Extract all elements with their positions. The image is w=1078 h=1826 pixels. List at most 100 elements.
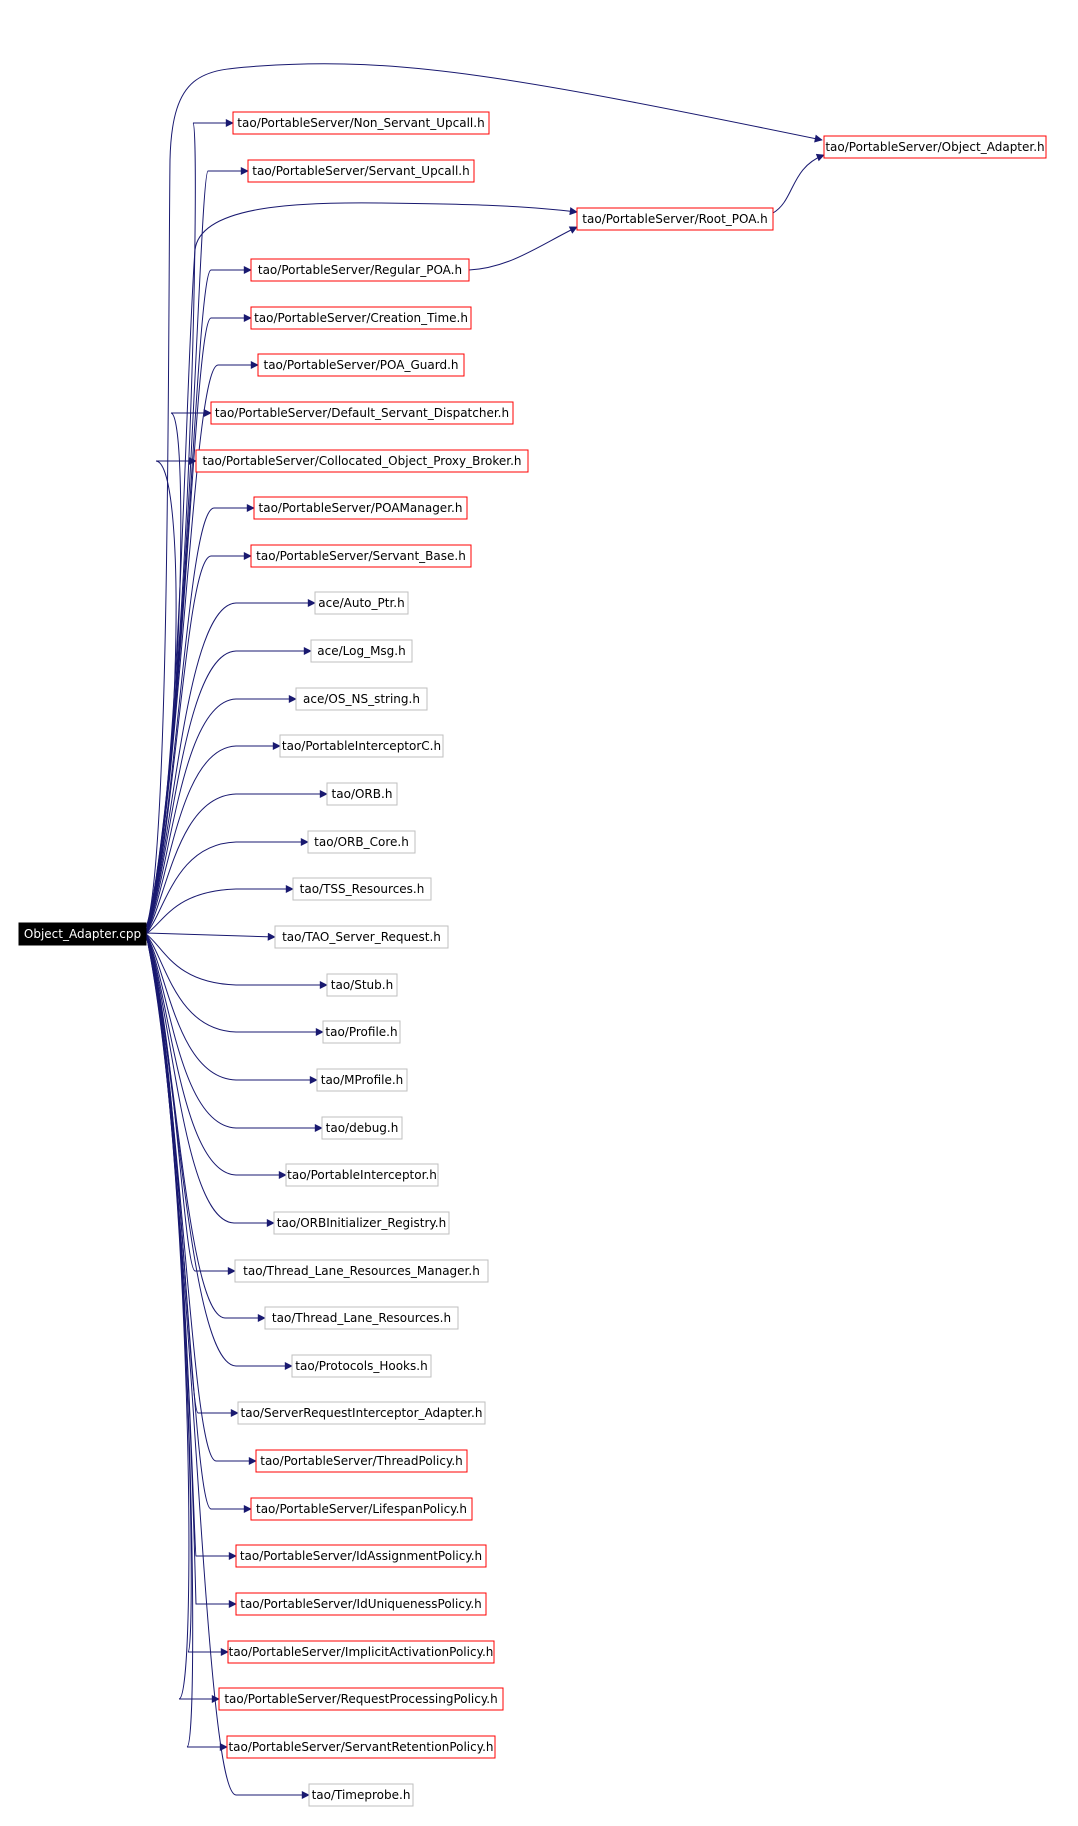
node-non-servant-upcall[interactable]: tao/PortableServer/Non_Servant_Upcall.h	[232, 111, 490, 135]
node-label: tao/PortableServer/Regular_POA.h	[258, 263, 462, 277]
node-box	[234, 1259, 489, 1283]
node-creation-time[interactable]: tao/PortableServer/Creation_Time.h	[250, 306, 472, 330]
node-servant-retention-policy[interactable]: tao/PortableServer/ServantRetentionPolic…	[226, 1735, 496, 1759]
edge-root-to-n_debug	[145, 933, 323, 1132]
node-orbinitializer-registry[interactable]: tao/ORBInitializer_Registry.h	[273, 1211, 450, 1235]
node-box	[576, 207, 774, 231]
edge-root-to-n_servant_base	[145, 552, 252, 935]
node-label: tao/PortableServer/POAManager.h	[259, 501, 463, 515]
edge-root-to-n_orb_core	[145, 838, 309, 935]
node-auto-ptr[interactable]: ace/Auto_Ptr.h	[314, 591, 409, 615]
node-label: tao/ORB.h	[332, 787, 393, 801]
node-box	[195, 449, 529, 473]
node-id-uniqueness-policy[interactable]: tao/PortableServer/IdUniquenessPolicy.h	[235, 1592, 487, 1616]
node-box	[237, 1401, 486, 1425]
node-box	[255, 1449, 468, 1473]
node-box	[310, 639, 413, 663]
node-servant-base[interactable]: tao/PortableServer/Servant_Base.h	[250, 544, 472, 568]
node-box	[326, 973, 398, 997]
node-orb-core[interactable]: tao/ORB_Core.h	[307, 830, 416, 854]
node-implicit-activation-policy[interactable]: tao/PortableServer/ImplicitActivationPol…	[227, 1640, 495, 1664]
node-label: tao/PortableServer/RequestProcessingPoli…	[224, 1692, 497, 1706]
node-portable-interceptor[interactable]: tao/PortableInterceptor.h	[285, 1163, 439, 1187]
node-os-ns-string[interactable]: ace/OS_NS_string.h	[295, 687, 428, 711]
node-label: Object_Adapter.cpp	[24, 927, 141, 941]
node-box	[273, 1211, 450, 1235]
node-id-assignment-policy[interactable]: tao/PortableServer/IdAssignmentPolicy.h	[235, 1544, 487, 1568]
node-label: tao/PortableServer/Servant_Base.h	[256, 549, 466, 563]
node-label: tao/Timeprobe.h	[312, 1788, 411, 1802]
node-label: tao/PortableServer/Creation_Time.h	[254, 311, 468, 325]
node-label: tao/PortableInterceptor.h	[287, 1168, 437, 1182]
node-thread-lane-resources-manager[interactable]: tao/Thread_Lane_Resources_Manager.h	[234, 1259, 489, 1283]
node-box	[226, 1735, 496, 1759]
edge-root-to-n_profile	[145, 933, 324, 1036]
node-label: tao/TAO_Server_Request.h	[282, 930, 441, 944]
node-protocols-hooks[interactable]: tao/Protocols_Hooks.h	[291, 1354, 432, 1378]
node-box	[314, 591, 409, 615]
node-portable-interceptor-c[interactable]: tao/PortableInterceptorC.h	[279, 734, 444, 758]
node-profile[interactable]: tao/Profile.h	[322, 1020, 401, 1044]
node-server-request-interceptor-adapter[interactable]: tao/ServerRequestInterceptor_Adapter.h	[237, 1401, 486, 1425]
edge-root-to-n_stub	[145, 933, 328, 989]
node-box	[295, 687, 428, 711]
edge-root-to-n_object_adapter	[145, 63, 823, 929]
node-collocated-broker[interactable]: tao/PortableServer/Collocated_Object_Pro…	[195, 449, 529, 473]
node-label: tao/PortableServer/Default_Servant_Dispa…	[215, 406, 509, 420]
node-label: tao/ServerRequestInterceptor_Adapter.h	[241, 1406, 483, 1420]
node-box	[322, 1020, 401, 1044]
node-box	[253, 496, 468, 520]
edge-root-to-n_log_msg	[145, 647, 312, 935]
node-object-adapter[interactable]: tao/PortableServer/Object_Adapter.h	[823, 135, 1047, 159]
node-label: tao/PortableServer/ThreadPolicy.h	[260, 1454, 463, 1468]
root-node[interactable]: Object_Adapter.cpp	[18, 922, 147, 946]
node-label: tao/PortableServer/IdUniquenessPolicy.h	[240, 1597, 482, 1611]
edge-root-to-n_portable_interceptor	[145, 933, 287, 1179]
node-lifespan-policy[interactable]: tao/PortableServer/LifespanPolicy.h	[250, 1497, 473, 1521]
node-thread-lane-resources[interactable]: tao/Thread_Lane_Resources.h	[264, 1306, 459, 1330]
node-servant-upcall[interactable]: tao/PortableServer/Servant_Upcall.h	[247, 159, 475, 183]
node-label: tao/ORBInitializer_Registry.h	[277, 1216, 446, 1230]
node-root-poa[interactable]: tao/PortableServer/Root_POA.h	[576, 207, 774, 231]
node-orb[interactable]: tao/ORB.h	[326, 782, 398, 806]
node-default-servant-dispatcher[interactable]: tao/PortableServer/Default_Servant_Dispa…	[210, 401, 514, 425]
edge-n_root_poa-to-n_object_adapter	[772, 153, 825, 214]
node-label: tao/Thread_Lane_Resources.h	[272, 1311, 451, 1325]
node-mprofile[interactable]: tao/MProfile.h	[316, 1068, 408, 1092]
node-box	[227, 1640, 495, 1664]
node-tao-server-request[interactable]: tao/TAO_Server_Request.h	[274, 925, 449, 949]
node-label: tao/PortableServer/POA_Guard.h	[263, 358, 458, 372]
node-thread-policy[interactable]: tao/PortableServer/ThreadPolicy.h	[255, 1449, 468, 1473]
edge-root-to-n_collocated_broker	[145, 457, 197, 935]
node-box	[326, 782, 398, 806]
edge-root-to-n_tao_server_request	[145, 932, 276, 941]
node-label: tao/Protocols_Hooks.h	[295, 1359, 427, 1373]
node-tss-resources[interactable]: tao/TSS_Resources.h	[292, 877, 432, 901]
node-label: tao/PortableServer/Servant_Upcall.h	[252, 164, 469, 178]
node-box	[264, 1306, 459, 1330]
node-label: tao/PortableInterceptorC.h	[282, 739, 441, 753]
node-timeprobe[interactable]: tao/Timeprobe.h	[308, 1783, 414, 1807]
node-request-processing-policy[interactable]: tao/PortableServer/RequestProcessingPoli…	[218, 1687, 504, 1711]
edge-root-to-n_lifespan_policy	[145, 933, 252, 1513]
node-box	[274, 925, 449, 949]
node-box	[292, 877, 432, 901]
edge-root-to-n_poamanager	[145, 504, 255, 935]
edge-root-to-n_os_ns_string	[145, 695, 297, 935]
edge-root-to-n_portable_interceptor_c	[145, 742, 281, 935]
node-label: tao/ORB_Core.h	[314, 835, 409, 849]
node-label: tao/Profile.h	[325, 1025, 397, 1039]
node-box	[235, 1544, 487, 1568]
node-poa-guard[interactable]: tao/PortableServer/POA_Guard.h	[257, 353, 465, 377]
node-box	[321, 1116, 403, 1140]
edge-root-to-n_timeprobe	[145, 933, 310, 1799]
node-regular-poa[interactable]: tao/PortableServer/Regular_POA.h	[250, 258, 470, 282]
node-poamanager[interactable]: tao/PortableServer/POAManager.h	[253, 496, 468, 520]
node-log-msg[interactable]: ace/Log_Msg.h	[310, 639, 413, 663]
edge-root-to-n_tss_resources	[145, 885, 294, 935]
node-box	[18, 922, 147, 946]
node-debug[interactable]: tao/debug.h	[321, 1116, 403, 1140]
node-stub[interactable]: tao/Stub.h	[326, 973, 398, 997]
edge-root-to-n_request_processing_policy	[145, 933, 220, 1703]
